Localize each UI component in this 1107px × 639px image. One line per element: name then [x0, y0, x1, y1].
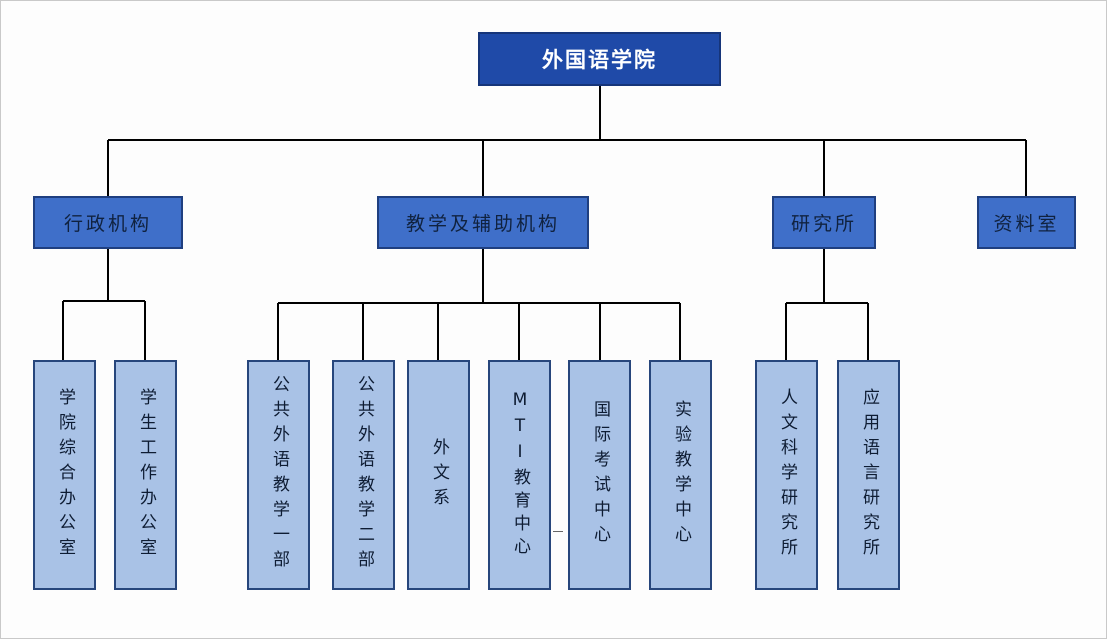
node-archive-label: 资料室	[993, 213, 1060, 235]
leaf-foreign-lit-dept: 外文系	[407, 360, 470, 590]
leaf-intl-exam-center-label: 国际考试中心	[590, 400, 610, 550]
root-label: 外国语学院	[542, 48, 657, 72]
node-teaching-label: 教学及辅助机构	[405, 213, 560, 235]
node-research-label: 研究所	[790, 213, 857, 235]
leaf-intl-exam-center: 国际考试中心	[568, 360, 631, 590]
stray-tick-mark	[553, 531, 563, 532]
leaf-applied-linguistics-institute-label: 应用语言研究所	[859, 387, 879, 563]
leaf-admin-office-label: 学院综合办公室	[55, 387, 75, 563]
leaf-humanities-institute: 人文科学研究所	[755, 360, 818, 590]
leaf-applied-linguistics-institute: 应用语言研究所	[837, 360, 900, 590]
leaf-lab-teaching-center: 实验教学中心	[649, 360, 712, 590]
leaf-student-affairs: 学生工作办公室	[114, 360, 177, 590]
leaf-public-language-2: 公共外语教学二部	[332, 360, 395, 590]
node-archive: 资料室	[977, 196, 1076, 249]
leaf-public-language-1: 公共外语教学一部	[247, 360, 310, 590]
node-research: 研究所	[772, 196, 876, 249]
leaf-public-language-2-label: 公共外语教学二部	[354, 375, 374, 575]
leaf-student-affairs-label: 学生工作办公室	[136, 387, 156, 563]
node-admin: 行政机构	[33, 196, 183, 249]
leaf-mti-center: MTI教育中心	[488, 360, 551, 590]
leaf-lab-teaching-center-label: 实验教学中心	[671, 400, 691, 550]
leaf-foreign-lit-dept-label: 外文系	[429, 437, 449, 513]
leaf-admin-office: 学院综合办公室	[33, 360, 96, 590]
node-admin-label: 行政机构	[63, 213, 152, 235]
leaf-humanities-institute-label: 人文科学研究所	[777, 387, 797, 563]
node-teaching: 教学及辅助机构	[377, 196, 589, 249]
leaf-mti-center-label: MTI教育中心	[510, 390, 530, 560]
root-node: 外国语学院	[478, 32, 721, 86]
leaf-public-language-1-label: 公共外语教学一部	[269, 375, 289, 575]
